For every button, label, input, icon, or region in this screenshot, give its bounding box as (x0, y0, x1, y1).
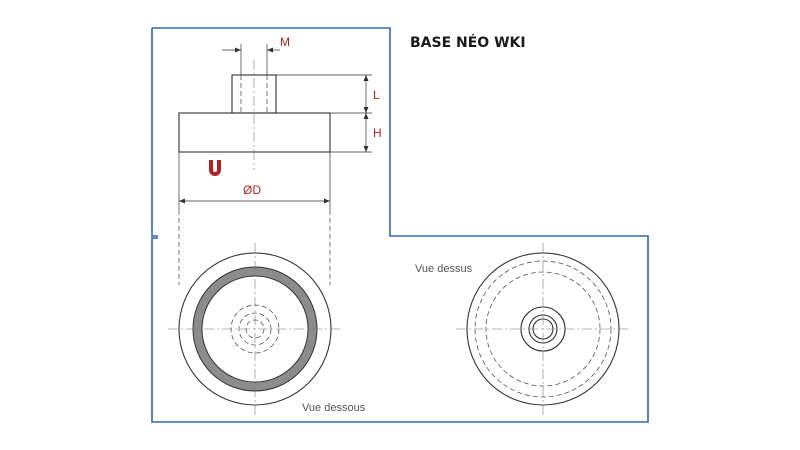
magnet-base (178, 112, 331, 153)
side-view: M L H ØD (178, 35, 382, 285)
drawing-frame (151, 27, 649, 423)
stud-length-label: L (373, 88, 380, 102)
top-view: Vue dessus (415, 243, 630, 415)
bottom-view-label: Vue dessous (302, 402, 366, 414)
top-view-label: Vue dessus (415, 263, 473, 275)
horseshoe-magnet-icon (209, 160, 221, 176)
bottom-view: Vue dessous (168, 243, 366, 415)
base-height-label: H (373, 126, 382, 140)
diameter-label: ØD (243, 183, 261, 197)
thread-label: M (280, 35, 290, 49)
drawing-title: BASE NÉO WKI (410, 34, 526, 51)
